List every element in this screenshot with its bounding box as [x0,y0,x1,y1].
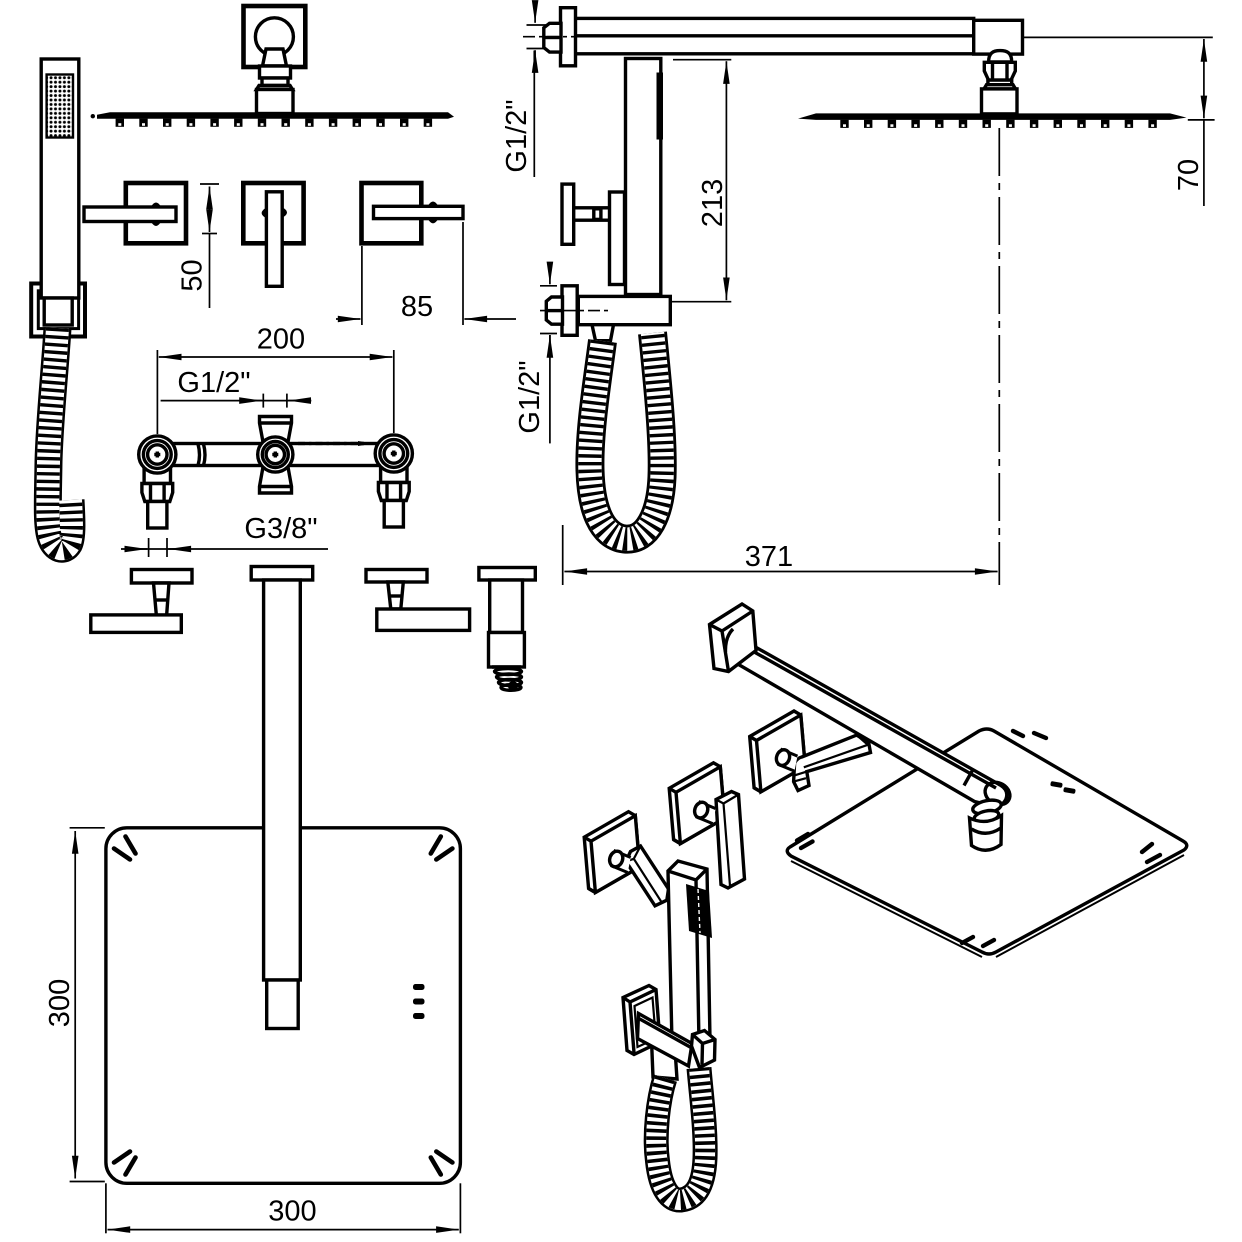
svg-text:85: 85 [401,291,433,323]
svg-text:G3/8": G3/8" [244,513,317,545]
svg-text:G1/2": G1/2" [501,99,533,172]
svg-text:300: 300 [268,1195,316,1227]
svg-text:200: 200 [257,324,305,356]
svg-text:G1/2": G1/2" [514,360,546,433]
svg-text:371: 371 [745,541,793,573]
svg-text:300: 300 [44,979,76,1027]
svg-text:213: 213 [697,179,729,227]
svg-text:G1/2": G1/2" [177,367,250,399]
svg-text:70: 70 [1173,159,1205,191]
svg-text:50: 50 [177,259,209,291]
